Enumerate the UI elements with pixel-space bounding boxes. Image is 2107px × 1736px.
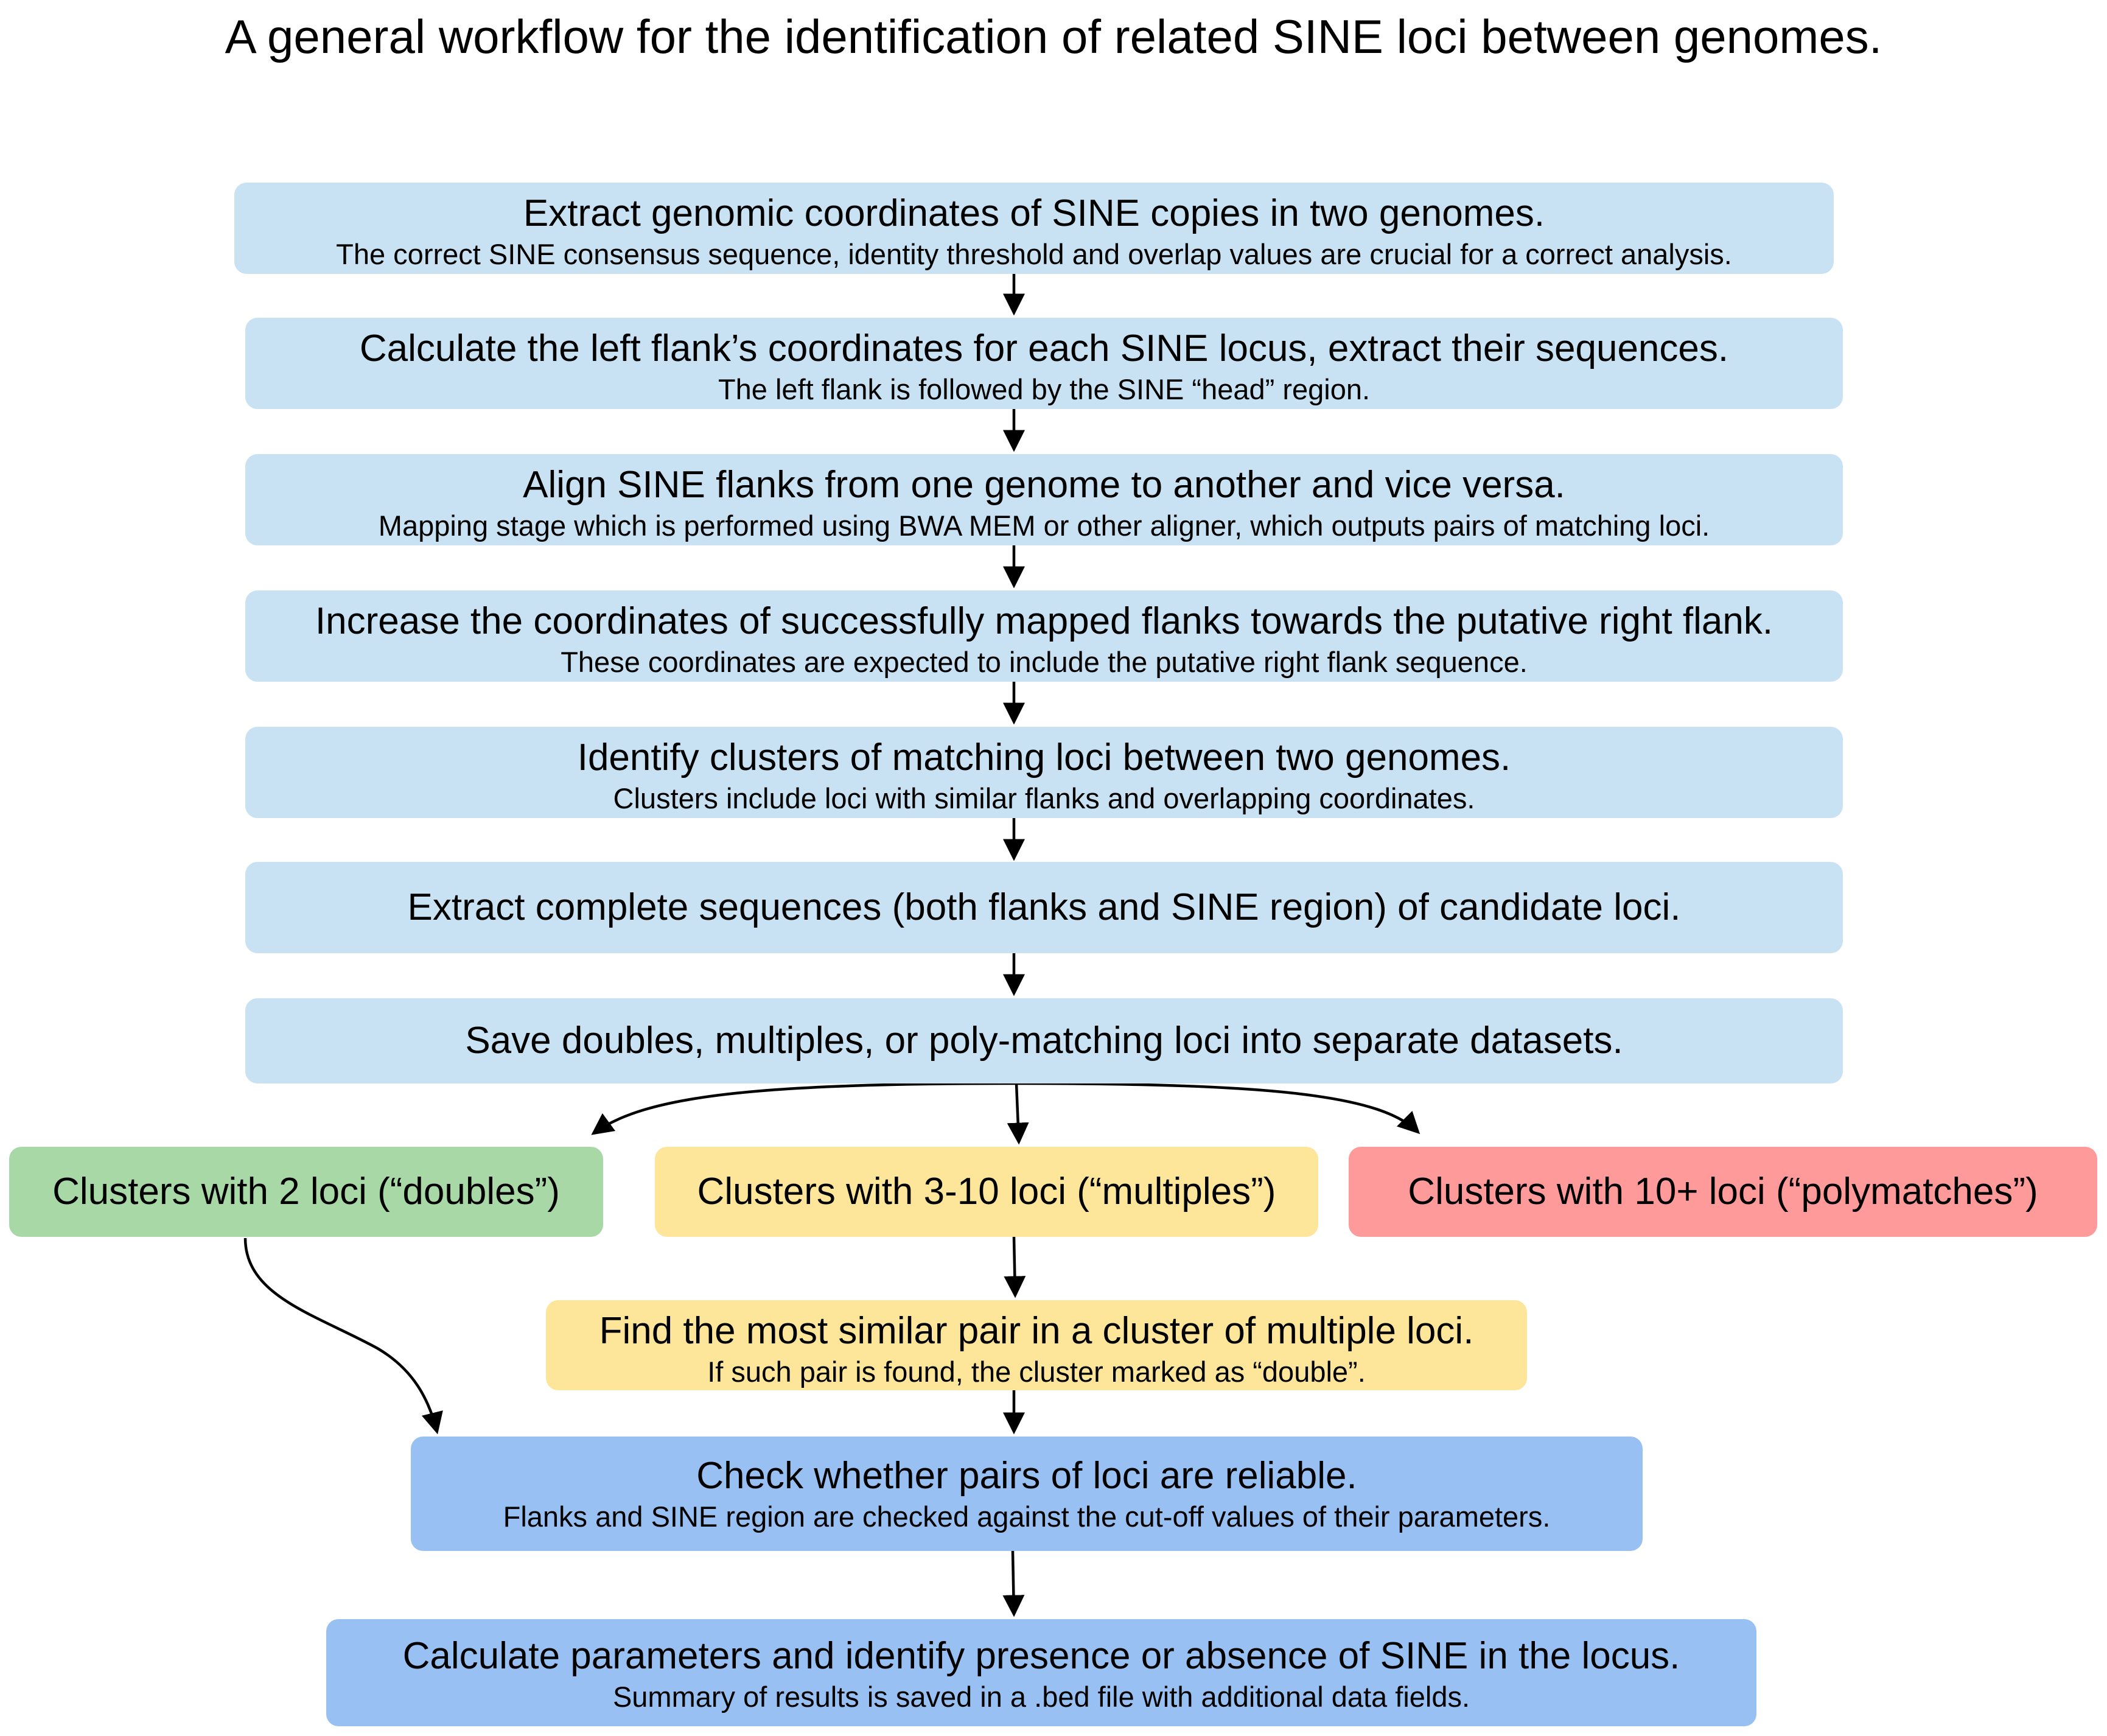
step-calculate-parameters: Calculate parameters and identify presen… xyxy=(326,1619,1756,1726)
step-sub-text: If such pair is found, the cluster marke… xyxy=(707,1356,1366,1388)
step-main-text: Extract complete sequences (both flanks … xyxy=(407,886,1681,928)
step-sub-text: Mapping stage which is performed using B… xyxy=(378,509,1710,542)
diagram-title: A general workflow for the identificatio… xyxy=(225,10,1882,63)
cluster-label: Clusters with 10+ loci (“polymatches”) xyxy=(1408,1171,2038,1213)
step-main-text: Find the most similar pair in a cluster … xyxy=(599,1310,1474,1352)
step-sub-text: Flanks and SINE region are checked again… xyxy=(503,1500,1551,1533)
step-main-text: Extract genomic coordinates of SINE copi… xyxy=(523,192,1545,234)
step-extract-sequences: Extract complete sequences (both flanks … xyxy=(245,862,1843,953)
step-main-text: Increase the coordinates of successfully… xyxy=(315,600,1773,642)
arrow-check-calculate xyxy=(1002,1550,1025,1617)
step-save-datasets: Save doubles, multiples, or poly-matchin… xyxy=(245,998,1843,1083)
cluster-label: Clusters with 2 loci (“doubles”) xyxy=(52,1171,560,1213)
arrow-doubles-check xyxy=(243,1237,443,1435)
step-main-text: Check whether pairs of loci are reliable… xyxy=(696,1455,1357,1497)
step-sub-text: These coordinates are expected to includ… xyxy=(561,646,1528,678)
step-find-similar-pair: Find the most similar pair in a cluster … xyxy=(546,1300,1527,1390)
cluster-multiples-box: Clusters with 3-10 loci (“multiples”) xyxy=(655,1147,1318,1237)
step-left-flank: Calculate the left flank’s coordinates f… xyxy=(245,318,1843,409)
arrow-step7-multiples xyxy=(1007,1083,1029,1145)
cluster-polymatches-box: Clusters with 10+ loci (“polymatches”) xyxy=(1349,1147,2097,1237)
step-sub-text: The correct SINE consensus sequence, ide… xyxy=(336,238,1732,270)
step-main-text: Align SINE flanks from one genome to ano… xyxy=(523,464,1565,506)
cluster-doubles-box: Clusters with 2 loci (“doubles”) xyxy=(9,1147,603,1237)
arrow-step7-doubles xyxy=(591,1082,1016,1135)
step-sub-text: Summary of results is saved in a .bed fi… xyxy=(612,1681,1470,1713)
arrow-step7-polymatches xyxy=(1017,1082,1420,1135)
step-identify-clusters: Identify clusters of matching loci betwe… xyxy=(245,727,1843,818)
step-sub-text: Clusters include loci with similar flank… xyxy=(613,782,1475,814)
cluster-label: Clusters with 3-10 loci (“multiples”) xyxy=(697,1171,1276,1213)
arrow-multiples-findpair xyxy=(1004,1236,1026,1298)
step-extract-coordinates: Extract genomic coordinates of SINE copi… xyxy=(234,183,1834,274)
step-main-text: Identify clusters of matching loci betwe… xyxy=(577,737,1511,779)
step-main-text: Calculate parameters and identify presen… xyxy=(402,1635,1680,1677)
step-check-reliable: Check whether pairs of loci are reliable… xyxy=(411,1437,1643,1551)
step-main-text: Save doubles, multiples, or poly-matchin… xyxy=(465,1020,1623,1062)
step-sub-text: The left flank is followed by the SINE “… xyxy=(718,373,1371,405)
step-main-text: Calculate the left flank’s coordinates f… xyxy=(359,327,1729,369)
step-align-flanks: Align SINE flanks from one genome to ano… xyxy=(245,454,1843,545)
step-increase-coordinates: Increase the coordinates of successfully… xyxy=(245,590,1843,682)
